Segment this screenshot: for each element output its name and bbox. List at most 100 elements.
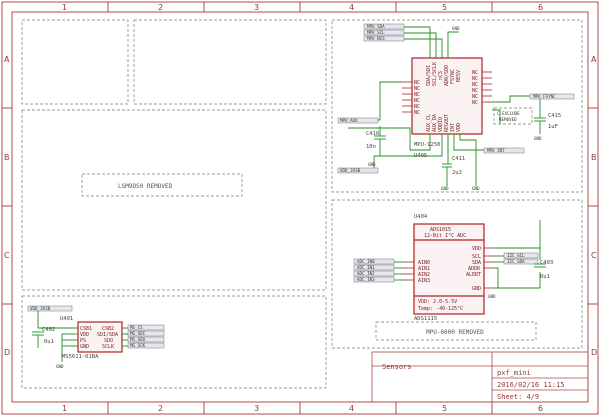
region-top-left [21, 19, 129, 105]
col-label-1: 1 [62, 3, 67, 12]
title-date: 2016/02/16 11:15 [497, 381, 564, 389]
title-project: pxf_mini [497, 369, 531, 377]
region-ms5611 [21, 295, 327, 389]
ms-pin-ps: PS [80, 338, 86, 344]
net-label-ms-sck-text: MS_SCK [130, 343, 146, 348]
net-label-vdd-left-text: VDD_3V3B [340, 168, 361, 173]
row-label-c: C [4, 251, 10, 260]
net-label-mpu-fsync [529, 93, 575, 100]
net-label-mpu-int-text: MPU_INT [487, 148, 505, 153]
net-label-adc-in0 [353, 258, 395, 265]
ads-pin-ain1: AIN1 [418, 266, 430, 272]
c-exclude-box [493, 107, 533, 125]
mpu-pin-fsync: FSYNC [450, 69, 456, 84]
ads1015-title2: 12-Bit I²C ADC [424, 233, 466, 239]
net-label-i2c-scl-text: I2C_SCL [507, 253, 525, 258]
ads-pin-ain3: AIN3 [418, 278, 430, 284]
mpu-pin-vddio: VDDIO [438, 117, 444, 132]
mpu-gnd-top: GND [452, 26, 460, 31]
net-label-mpu-aux-text: MPU_AUX [340, 118, 358, 123]
col-label-6-bottom: 6 [538, 404, 543, 413]
mpu-right-nc-6: NC [472, 100, 478, 106]
cap-c410-ref: C410 [366, 131, 379, 137]
mpu-left-pins [402, 81, 412, 113]
ads1015-chip [413, 223, 485, 315]
mpu-left-nc-1: NC [414, 80, 420, 86]
ads1015-title1: ADS1015 [430, 227, 451, 233]
ads-pin-addr: ADDR [468, 266, 481, 272]
mpu-left-nc-4: NC [414, 98, 420, 104]
mpu9250-value: MPU-9250 [414, 142, 441, 148]
row-label-a-right: A [591, 55, 597, 64]
mpu6000-removed-box [375, 321, 537, 341]
cap-c411-val: 2u2 [452, 170, 462, 176]
net-label-ms-sdi [127, 330, 165, 337]
ms-pin-sclk: SCLK [102, 344, 114, 350]
net-label-adc-in1-text: ADC_IN1 [357, 265, 375, 270]
ads-cap-val: 0u1 [540, 274, 550, 280]
title-sheet-number: Sheet: 4/9 [497, 393, 539, 401]
col-label-4-bottom: 4 [349, 404, 354, 413]
ms-gnd: GND [56, 364, 64, 369]
net-label-adc-in2-text: ADC_IN2 [357, 271, 375, 276]
ms5611-chip [77, 321, 123, 353]
region-ads1015 [331, 199, 583, 349]
net-label-ms-sdo [127, 336, 165, 343]
ads1015-spec-temp: Temp: -40-125°C [418, 306, 463, 312]
ads1015-spec-vdd: VDD: 2.0-5.5V [418, 299, 457, 305]
net-label-mpu-ncs-text: MPU_NCS [367, 36, 385, 41]
ads-pin-ain0: AIN0 [418, 260, 430, 266]
cap-c411-gnd: GND [441, 186, 449, 191]
net-label-adc-in1 [353, 264, 395, 271]
ms-pin-vdd: VDD [80, 332, 89, 338]
ms-pin-gnd: GND [80, 344, 89, 350]
ms5611-value: MS5611-01BA [62, 354, 99, 360]
row-label-d: D [4, 348, 10, 357]
ms5611-group: VDD_3V3B U401 CSB1 VDD PS GND CSB2 SDI/S… [27, 305, 165, 369]
row-label-d-right: D [591, 348, 597, 357]
ms-cap-val: 0u1 [44, 339, 54, 345]
net-label-ms-sdi-text: MS_SDI [130, 331, 146, 336]
lsm9ds0-removed-note: LSM9DS0 REMOVED [118, 183, 173, 190]
mpu-right-nc-3: NC [472, 82, 478, 88]
net-label-i2c-sda-text: I2C_SDA [507, 259, 525, 264]
ms-pin-sdo: SDO [104, 338, 113, 344]
net-label-i2c-scl [503, 252, 539, 259]
ms-pin-csb1: CSB1 [80, 326, 92, 332]
ads1015-value: ADS1115 [414, 316, 437, 322]
mpu-pin-ncs: nCS [438, 71, 444, 80]
row-label-a: A [4, 55, 10, 64]
lsm9ds0-removed-box [81, 173, 243, 197]
mpu-right-nc-2: NC [472, 76, 478, 82]
ads-pin-vdd: VDD [472, 246, 481, 252]
cap-c410-gnd: GND [368, 162, 376, 167]
ads-pin-scl: SCL [472, 254, 481, 260]
ads-gnd: GND [488, 294, 496, 299]
mpu-pin-sda: SDA/SDI [426, 65, 432, 86]
mpu6000-removed-note: MPU-6000 REMOVED [426, 329, 484, 336]
net-label-ms-sck [127, 342, 165, 349]
net-label-adc-in3 [353, 276, 395, 283]
region-mpu9250 [331, 19, 583, 193]
col-label-5-bottom: 5 [442, 404, 447, 413]
mpu-left-nc-5: NC [414, 104, 420, 110]
col-label-2: 2 [158, 3, 163, 12]
net-label-mpu-ncs [363, 35, 405, 42]
net-label-mpu-sda [363, 23, 405, 30]
mpu-bottom-gnd: GND [472, 186, 480, 191]
title-sheet-name: Sensors [382, 363, 412, 371]
net-label-ms-sdo-text: MS_SDO [130, 337, 146, 342]
mpu9250-group: MPU_SDA MPU_SCL MPU_NCS GND SDA/SDI SCL/… [337, 23, 575, 191]
col-label-3: 3 [254, 3, 259, 12]
net-label-ms-cs-text: MS_CS [130, 325, 143, 330]
net-label-mpu-scl-text: MPU_SCL [367, 30, 385, 35]
net-label-adc-in3-text: ADC_IN3 [357, 277, 375, 282]
net-label-vdd-left [337, 167, 379, 174]
ads-pin-gnd: GND [472, 286, 481, 292]
c-exclude-note: C EXCLUDE [497, 111, 520, 116]
region-lsm9ds0 [21, 109, 327, 291]
mpu-pin-aux-da: AUX_DA [432, 114, 438, 132]
mpu-pin-vdd: VDD [456, 123, 462, 132]
ms5611-ref: U401 [60, 316, 73, 322]
